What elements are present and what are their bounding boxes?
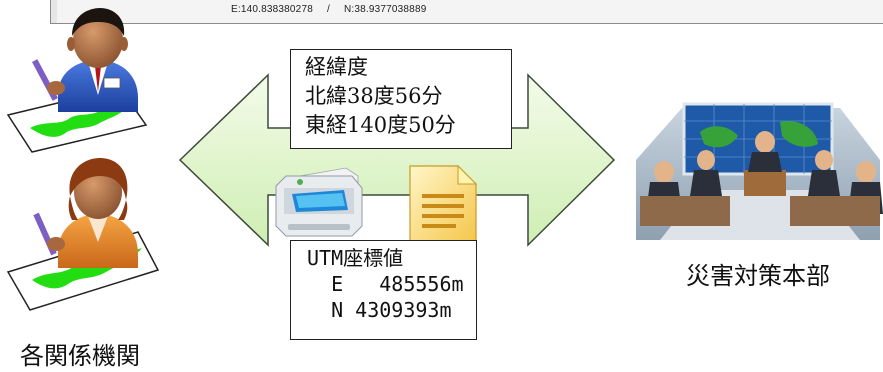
utm-northing: N 4309393m [307,298,452,322]
related-agencies-label: 各関係機関 [20,342,140,370]
latlon-box: 経緯度 北緯38度56分 東経140度50分 [290,49,512,149]
latlon-east: 東経140度50分 [305,113,456,137]
north-coordinate: N:38.9377038889 [343,4,427,15]
utm-box: UTM座標値 E 485556m N 4309393m [290,240,477,340]
coordinate-separator: / [326,4,330,15]
disaster-hq-label: 災害対策本部 [686,262,830,290]
latlon-title: 経緯度 [305,55,368,79]
coordinate-readout: E:140.838380278 / N:38.9377038889 [231,4,426,15]
document-icon [409,164,478,243]
businesswoman-icon [6,158,160,311]
utm-easting: E 485556m [307,272,464,296]
double-arrow [178,73,616,247]
coordinate-bar-edge [51,0,57,23]
utm-title: UTM座標値 [307,246,404,270]
printer-icon [275,167,363,237]
businessman-icon [6,8,148,153]
coordinate-bar: E:140.838380278 / N:38.9377038889 [50,0,883,24]
meeting-room-icon [636,102,883,240]
latlon-north: 北緯38度56分 [305,84,443,108]
east-coordinate: E:140.838380278 [231,4,313,15]
